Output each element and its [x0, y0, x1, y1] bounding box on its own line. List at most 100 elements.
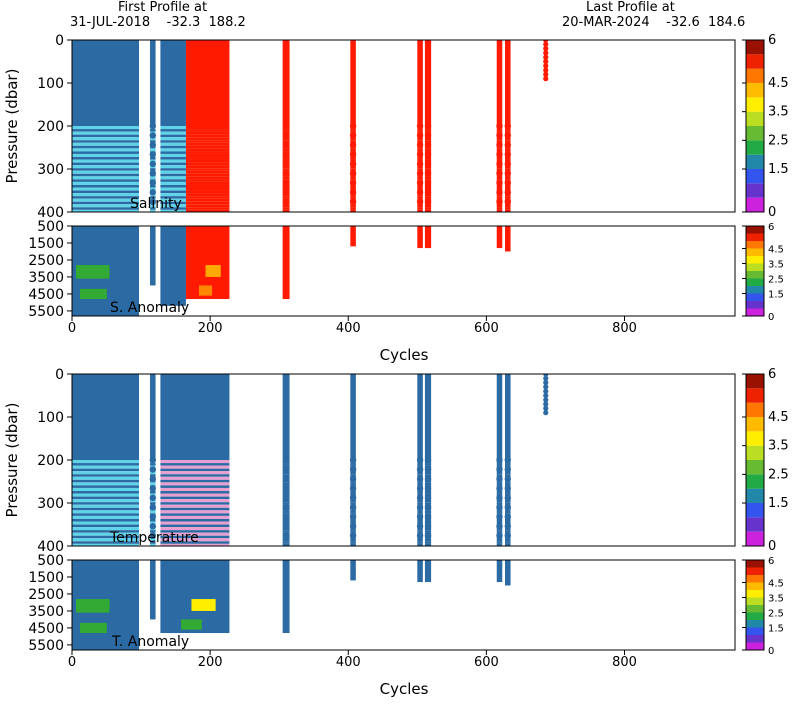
- anomaly-patch: [205, 265, 221, 277]
- profile-band: [417, 137, 423, 141]
- profile-point: [504, 456, 511, 464]
- colorbar-tick-label: 3.5: [768, 594, 784, 605]
- profile-band: [72, 140, 139, 143]
- profile-band: [424, 530, 432, 533]
- lower-plot-frame: [71, 225, 736, 317]
- profile-column-upper: [496, 374, 503, 460]
- profile-band: [72, 530, 139, 533]
- profile-band: [185, 209, 230, 212]
- colorbar-cell: [746, 417, 764, 432]
- profile-band: [72, 137, 139, 141]
- profile-band: [160, 521, 230, 525]
- profile-band: [282, 129, 290, 132]
- profile-band: [350, 502, 356, 505]
- profile-band: [160, 137, 186, 141]
- profile-band: [72, 198, 139, 202]
- profile-band: [150, 196, 156, 199]
- profile-band: [72, 153, 139, 158]
- profile-band: [160, 541, 230, 544]
- profile-band: [160, 162, 186, 166]
- profile-column-upper: [282, 374, 290, 460]
- profile-band: [160, 532, 230, 536]
- profile-band: [72, 510, 139, 514]
- profile-band: [424, 518, 432, 522]
- profile-band: [72, 207, 139, 210]
- profile-band: [350, 209, 356, 212]
- profile-band: [282, 148, 290, 152]
- profile-band: [185, 170, 230, 174]
- profile-point: [416, 179, 424, 186]
- profile-band: [496, 530, 503, 533]
- profile-band: [72, 460, 139, 464]
- colorbar-cell: [746, 226, 764, 234]
- profile-band: [186, 213, 230, 216]
- profile-band: [160, 530, 230, 533]
- profile-band: [505, 209, 511, 212]
- profile-band: [160, 173, 186, 177]
- profile-band: [185, 129, 230, 132]
- profile-point: [504, 151, 511, 158]
- profile-band: [185, 140, 230, 143]
- profile-band: [72, 468, 139, 472]
- colorbar-cell: [746, 308, 764, 316]
- profile-band: [424, 463, 432, 466]
- colorbar-cell: [746, 605, 764, 613]
- profile-band: [72, 131, 139, 135]
- profile-band: [160, 460, 230, 464]
- profile-point: [149, 198, 157, 205]
- profile-column-lower: [505, 560, 511, 586]
- profile-point: [282, 160, 290, 168]
- profile-band: [424, 184, 432, 188]
- profile-band: [160, 165, 186, 169]
- profile-point: [496, 141, 503, 149]
- profile-band: [350, 463, 356, 466]
- profile-column-lower: [417, 226, 423, 249]
- profile-band: [160, 482, 230, 486]
- profile-point: [496, 494, 503, 502]
- profile-band: [72, 543, 139, 546]
- profile-point: [424, 179, 432, 186]
- profile-band: [160, 507, 230, 511]
- colorbar-tick-label: 3.5: [768, 439, 789, 454]
- y-tick-label: 200: [37, 119, 64, 135]
- profile-band: [417, 482, 423, 486]
- profile-band: [160, 513, 230, 516]
- profile-band: [282, 502, 290, 505]
- profile-point: [424, 504, 432, 511]
- profile-point: [543, 374, 549, 377]
- colorbar-cell: [746, 575, 764, 583]
- profile-point: [282, 179, 290, 186]
- y-axis-label: Pressure (dbar): [3, 69, 21, 184]
- profile-band: [72, 535, 139, 539]
- x-tick-label: 400: [336, 655, 361, 670]
- profile-point: [504, 179, 511, 186]
- profile-band: [72, 145, 139, 149]
- profile-point: [543, 58, 549, 65]
- profile-band: [160, 547, 229, 550]
- profile-band: [496, 491, 503, 494]
- upper-plot-area: [72, 40, 549, 216]
- profile-band: [496, 463, 503, 466]
- profile-point: [504, 198, 511, 205]
- colorbar-tick-label: 4.5: [768, 76, 789, 91]
- profile-band: [72, 493, 139, 497]
- colorbar-tick-label: 2.5: [768, 467, 789, 482]
- profile-band: [185, 173, 230, 177]
- profile-band: [72, 187, 139, 191]
- colorbar-tick-label: 3.5: [768, 105, 789, 120]
- profile-column-upper: [505, 374, 511, 460]
- profile-band: [72, 521, 139, 525]
- profile-point: [543, 41, 549, 47]
- upper-panel-label: Temperature: [109, 530, 199, 546]
- profile-band: [417, 207, 423, 210]
- profile-band: [160, 468, 230, 472]
- profile-band: [496, 196, 503, 199]
- profile-band: [72, 471, 139, 475]
- profile-point: [149, 141, 157, 149]
- profile-band: [150, 538, 156, 542]
- profile-band: [185, 184, 230, 188]
- profile-band: [282, 471, 290, 475]
- profile-band: [496, 209, 503, 212]
- profile-band: [282, 184, 290, 188]
